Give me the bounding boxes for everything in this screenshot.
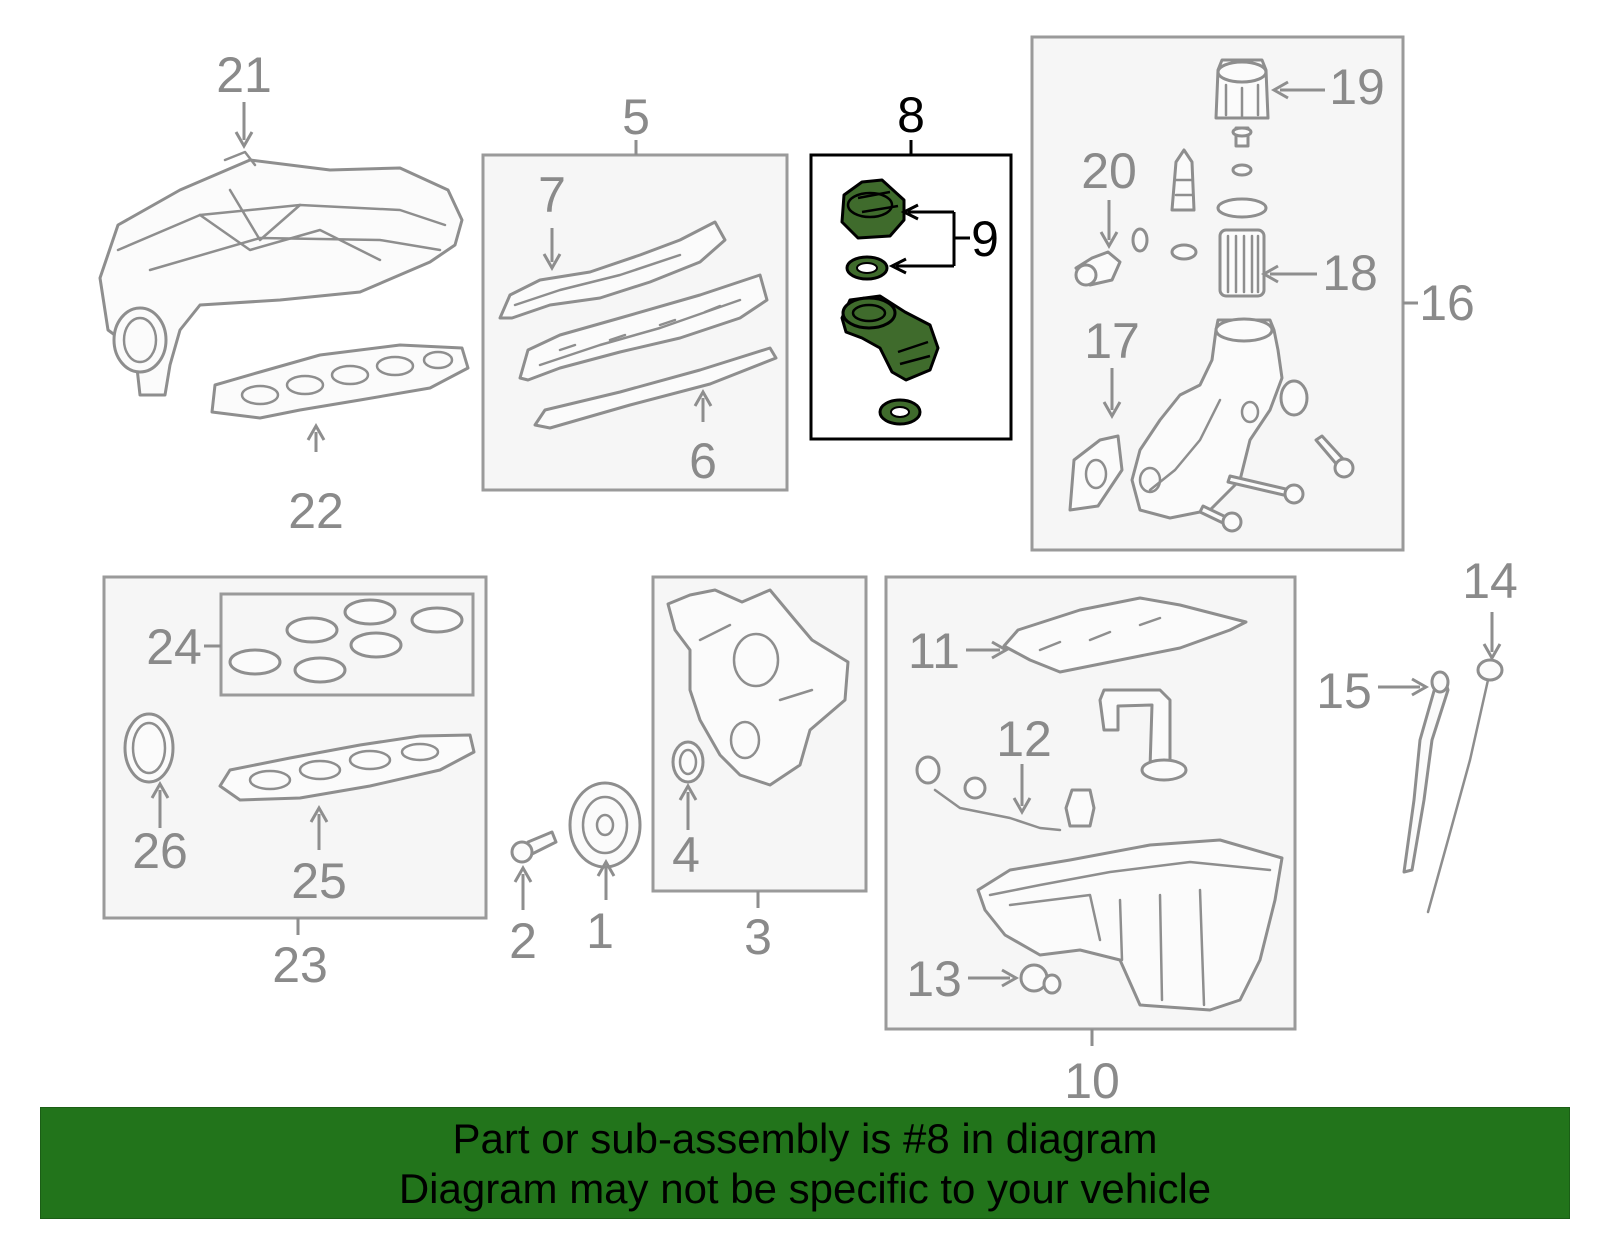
callout-11[interactable]: 11 — [908, 623, 960, 679]
callout-7[interactable]: 7 — [538, 167, 566, 223]
valve-cover-part[interactable] — [518, 273, 769, 382]
oil-filter-cap-part[interactable] — [1214, 58, 1270, 120]
callout-6[interactable]: 6 — [689, 433, 717, 489]
port-gaskets-part[interactable] — [228, 598, 464, 684]
callout-17[interactable]: 17 — [1084, 313, 1140, 369]
small-grommet-part[interactable] — [1170, 243, 1198, 261]
banner-line-1: Part or sub-assembly is #8 in diagram — [452, 1115, 1158, 1162]
timing-cover-part[interactable] — [666, 588, 850, 787]
callout-9[interactable]: 9 — [971, 211, 999, 267]
crank-pulley-part[interactable] — [568, 781, 642, 869]
dipstick-tube-sensor-part[interactable] — [1170, 148, 1196, 212]
housing-bolts-part[interactable] — [1198, 434, 1355, 533]
callout-23[interactable]: 23 — [272, 937, 328, 993]
callout-4[interactable]: 4 — [672, 827, 700, 883]
valve-cover-gasket-part[interactable] — [533, 346, 778, 430]
callout-13[interactable]: 13 — [906, 951, 962, 1007]
dipstick-tube-part[interactable] — [1402, 670, 1450, 874]
o-ring-part[interactable] — [845, 255, 889, 281]
oil-filler-tube-part[interactable] — [840, 294, 940, 382]
callout-26[interactable]: 26 — [132, 823, 188, 879]
callout-numbers: 21 22 5 7 6 8 9 19 20 18 16 17 24 26 25 … — [132, 47, 1518, 1109]
group-box-8 — [809, 153, 1013, 441]
small-bolt-part[interactable] — [1231, 126, 1253, 177]
housing-gasket-part[interactable] — [1068, 434, 1124, 512]
callout-5[interactable]: 5 — [622, 89, 650, 145]
lower-manifold-gasket-part[interactable] — [218, 733, 476, 802]
pressure-switch-part[interactable] — [1074, 227, 1149, 287]
callout-16[interactable]: 16 — [1419, 275, 1475, 331]
callout-12[interactable]: 12 — [996, 711, 1052, 767]
callout-18[interactable]: 18 — [1322, 245, 1378, 301]
callout-21[interactable]: 21 — [216, 47, 272, 103]
callout-10[interactable]: 10 — [1064, 1053, 1120, 1109]
drain-plug-part[interactable] — [1019, 963, 1062, 995]
front-crank-seal-part[interactable] — [671, 740, 705, 784]
intake-manifold-part[interactable] — [98, 150, 464, 397]
callout-8[interactable]: 8 — [897, 87, 925, 143]
callout-20[interactable]: 20 — [1081, 143, 1137, 199]
callout-22[interactable]: 22 — [288, 483, 344, 539]
notice-banner: Part or sub-assembly is #8 in diagram Di… — [40, 1107, 1570, 1219]
banner-line-2: Diagram may not be specific to your vehi… — [398, 1165, 1212, 1212]
oil-pan-baffle-part[interactable] — [1002, 596, 1248, 674]
leader-lines — [150, 80, 1502, 1046]
callout-2[interactable]: 2 — [509, 913, 537, 969]
oil-filter-element-part[interactable] — [1218, 228, 1266, 298]
callout-25[interactable]: 25 — [291, 853, 347, 909]
callout-1[interactable]: 1 — [586, 903, 614, 959]
callout-14[interactable]: 14 — [1462, 553, 1518, 609]
oil-level-sensor-part[interactable] — [915, 755, 1096, 832]
oil-filler-assembly-part[interactable] — [840, 178, 940, 426]
pulley-bolt-part[interactable] — [510, 830, 558, 864]
oil-pump-pickup-part[interactable] — [1098, 688, 1188, 782]
seal-ring-part[interactable] — [123, 712, 175, 784]
oil-pan-part[interactable] — [976, 838, 1284, 1012]
tube-seal-part[interactable] — [878, 398, 922, 426]
callout-3[interactable]: 3 — [744, 909, 772, 965]
callout-24[interactable]: 24 — [146, 619, 202, 675]
housing-bushing-part[interactable] — [1279, 379, 1309, 417]
oil-filler-cap-part[interactable] — [840, 178, 906, 240]
callout-19[interactable]: 19 — [1329, 59, 1385, 115]
callout-15[interactable]: 15 — [1316, 663, 1372, 719]
manifold-gasket-part[interactable] — [210, 343, 470, 420]
dipstick-part[interactable] — [1426, 658, 1504, 914]
engine-cover-part[interactable] — [498, 220, 727, 320]
filter-seal-part[interactable] — [1216, 197, 1268, 219]
